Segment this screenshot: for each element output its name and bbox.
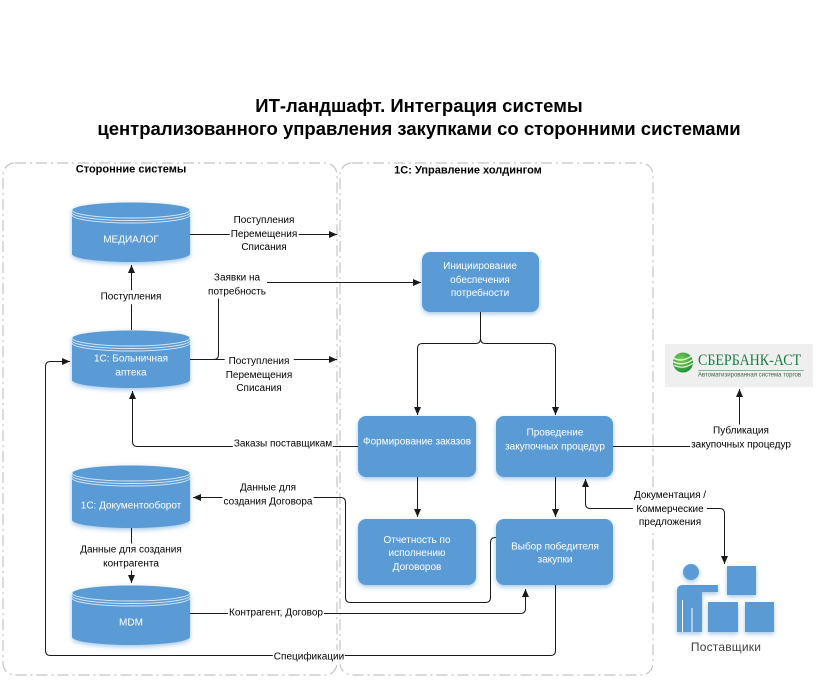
process-initiation-box <box>422 252 539 312</box>
diagram-title-line-1: ИТ-ландшафт. Интеграция системы <box>255 95 583 116</box>
flow-label-winner-to-pharmacy: Спецификации <box>272 650 346 664</box>
database-mdm-cap <box>71 584 191 602</box>
sberbank-ast-logo <box>665 344 813 387</box>
database-pharmacy-rings <box>71 340 191 352</box>
connector-orders-to-pharmacy <box>129 391 358 447</box>
flow-label-pharmacy-to-holding: Поступления Перемещения Списания <box>224 354 294 396</box>
database-docflow <box>71 464 191 528</box>
sberbank-emblem-icon <box>672 352 694 373</box>
zone-holding-label: 1С: Управление холдингом <box>394 164 542 177</box>
flow-label-docflow-to-mdm: Данные для создания контрагента <box>79 543 183 571</box>
sberbank-ast-name: СБЕРБАНК-АСТ <box>698 352 802 369</box>
flow-label-winner-to-docflow: Данные для создания Договора <box>222 481 314 509</box>
process-orders-box <box>358 416 476 477</box>
supplier-box-top <box>727 566 756 595</box>
flow-label-medialog-to-holding: Поступления Перемещения Списания <box>229 213 299 255</box>
zone-holding-border <box>339 162 654 676</box>
suppliers-icon <box>677 564 774 632</box>
flow-label-pharmacy-to-medialog: Поступления <box>99 290 163 304</box>
flow-label-procurement-to-sberbank: Публикация закупочных процедур <box>690 424 792 452</box>
process-initiation-label: Инициирование обеспечения потребности <box>443 260 517 299</box>
database-mdm-label: MDM <box>119 617 143 629</box>
database-medialog-label: МЕДИАЛОГ <box>103 234 159 246</box>
database-pharmacy <box>71 329 191 388</box>
zone-external-systems-label: Сторонние системы <box>75 163 187 176</box>
connector-initiation-to-procurement <box>480 312 559 415</box>
database-pharmacy-label: 1С: Больничная аптека <box>93 353 169 379</box>
database-docflow-cap <box>71 464 191 482</box>
database-docflow-rings <box>71 475 191 487</box>
database-docflow-label: 1С: Документооборот <box>80 500 182 512</box>
sberbank-emblem-stripe <box>673 362 694 368</box>
database-mdm-body <box>72 585 190 645</box>
flow-label-procurement-suppliers: Документация / Коммерческие предложения <box>632 488 708 530</box>
sberbank-emblem-stripe <box>673 355 693 361</box>
connector-winner-to-docflow <box>193 494 496 603</box>
database-medialog-cap <box>71 201 191 219</box>
connector-winner-to-pharmacy <box>45 358 556 656</box>
sberbank-emblem-stripe <box>672 358 694 365</box>
process-winner-label: Выбор победителя закупки <box>511 541 599 566</box>
diagram-title-line-2: централизованного управления закупками с… <box>97 117 741 139</box>
database-mdm-rings <box>71 595 191 607</box>
connector-initiation-to-orders <box>414 312 481 415</box>
supplier-person-body <box>677 585 718 632</box>
supplier-box-bottom-left <box>708 602 738 632</box>
database-medialog-rings <box>71 212 191 224</box>
flow-label-pharmacy-to-initiation: Заявки на потребность <box>207 271 267 299</box>
database-docflow-body <box>72 465 190 528</box>
supplier-person-head <box>683 564 699 580</box>
zone-external-systems-border <box>2 162 338 676</box>
process-reporting-box <box>358 519 476 585</box>
diagram-title: ИТ-ландшафт. Интеграция системы централи… <box>69 95 769 140</box>
flow-label-mdm-to-winner: Контрагент, Договор <box>228 606 324 620</box>
sberbank-ast-tagline: Автоматизированная система торгов <box>698 372 802 379</box>
process-procurement-label: Проведение закупочных процедур <box>505 427 605 453</box>
process-reporting-label: Отчетность по исполнению Договоров <box>383 534 451 573</box>
connector-mdm-to-winner <box>190 589 529 614</box>
process-procurement-box <box>496 416 613 477</box>
supplier-box-bottom-right <box>745 602 774 632</box>
suppliers-label: Поставщики <box>690 640 762 654</box>
database-mdm <box>71 584 191 645</box>
process-orders-label: Формирование заказов <box>362 436 472 448</box>
database-medialog <box>71 201 191 262</box>
database-medialog-body <box>72 202 190 262</box>
flow-label-orders-to-pharmacy: Заказы поставщикам <box>232 437 334 451</box>
